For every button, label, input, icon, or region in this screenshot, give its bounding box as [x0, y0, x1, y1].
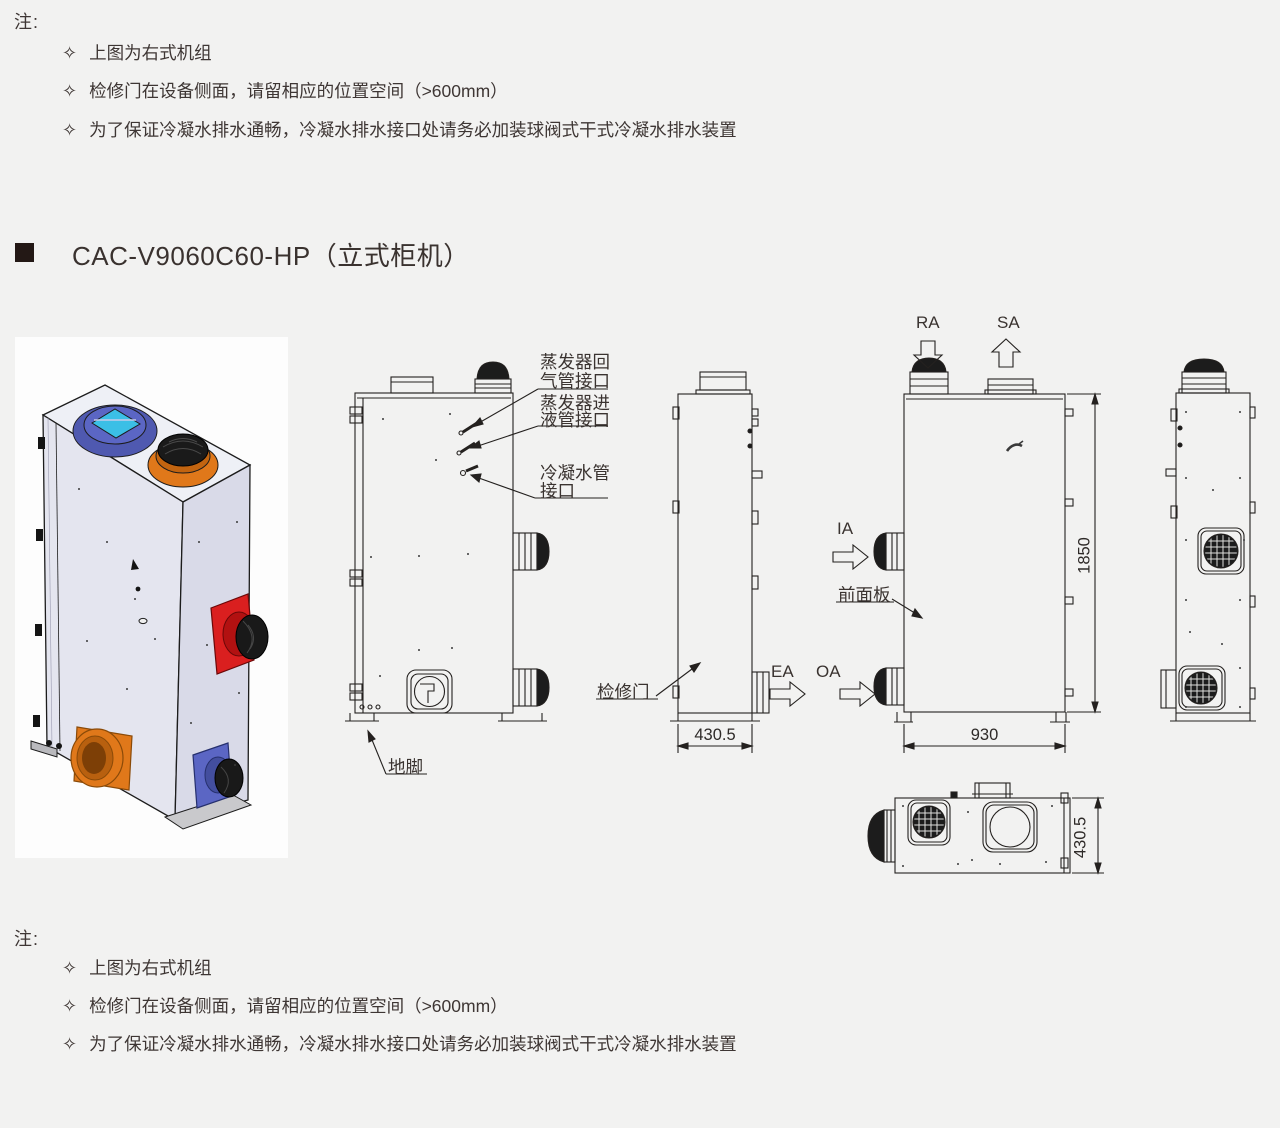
diamond-bullet-icon: ✧ [62, 1034, 78, 1054]
label-evaporator-liquid-line1: 蒸发器进 [540, 393, 610, 413]
drawing-top-view [867, 782, 1104, 875]
note-text: 上图为右式机组 [89, 958, 212, 978]
label-condensate-pipe-line2: 接口 [540, 481, 575, 501]
note-text: 为了保证冷凝水排水通畅，冷凝水排水接口处请务必加装球阀式干式冷凝水排水装置 [89, 1034, 737, 1054]
note-item: ✧ 上图为右式机组 [62, 40, 212, 65]
label-oa: OA [816, 662, 841, 681]
label-access-door: 检修门 [597, 682, 650, 702]
dim-depth-430-5: 430.5 [694, 726, 736, 744]
dim-height-1850: 1850 [1075, 537, 1094, 574]
label-evaporator-return-line2: 气管接口 [540, 371, 610, 391]
unit-3d-image [30, 384, 269, 830]
diamond-bullet-icon: ✧ [62, 81, 78, 101]
label-evaporator-return-line1: 蒸发器回 [540, 352, 610, 372]
diamond-bullet-icon: ✧ [62, 43, 78, 63]
drawing-right-side-view [1160, 358, 1256, 722]
notes-bottom-heading: 注: [14, 929, 40, 949]
title-square-icon [15, 243, 34, 262]
page-title: CAC-V9060C60-HP（立式柜机） [72, 241, 470, 271]
note-item: ✧ 为了保证冷凝水排水通畅，冷凝水排水接口处请务必加装球阀式干式冷凝水排水装置 [62, 117, 737, 142]
drawing-front-view [832, 338, 1101, 753]
label-front-panel: 前面板 [838, 585, 891, 605]
note-item: ✧ 为了保证冷凝水排水通畅，冷凝水排水接口处请务必加装球阀式干式冷凝水排水装置 [62, 1031, 737, 1056]
note-item: ✧ 检修门在设备侧面，请留相应的位置空间（>600mm） [62, 993, 508, 1018]
label-ia: IA [837, 519, 854, 538]
note-item: ✧ 上图为右式机组 [62, 955, 212, 980]
diamond-bullet-icon: ✧ [62, 120, 78, 140]
notes-top-heading: 注: [14, 12, 40, 32]
note-item: ✧ 检修门在设备侧面，请留相应的位置空间（>600mm） [62, 78, 508, 103]
label-ra: RA [916, 313, 940, 332]
note-text: 为了保证冷凝水排水通畅，冷凝水排水接口处请务必加装球阀式干式冷凝水排水装置 [89, 120, 737, 140]
drawing-access-side-view [596, 371, 876, 753]
label-condensate-pipe-line1: 冷凝水管 [540, 463, 610, 483]
note-text: 检修门在设备侧面，请留相应的位置空间（>600mm） [89, 81, 508, 101]
dim-top-depth-430-5: 430.5 [1071, 816, 1090, 859]
note-text: 检修门在设备侧面，请留相应的位置空间（>600mm） [89, 996, 508, 1016]
label-foot: 地脚 [388, 757, 423, 777]
diamond-bullet-icon: ✧ [62, 996, 78, 1016]
dim-width-930: 930 [970, 726, 999, 744]
label-evaporator-liquid-line2: 液管接口 [540, 410, 610, 430]
label-ea: EA [771, 662, 794, 681]
note-text: 上图为右式机组 [89, 43, 212, 63]
product-photo [15, 337, 288, 858]
diamond-bullet-icon: ✧ [62, 958, 78, 978]
drawing-door-side-view [345, 361, 608, 775]
label-sa: SA [997, 313, 1020, 332]
